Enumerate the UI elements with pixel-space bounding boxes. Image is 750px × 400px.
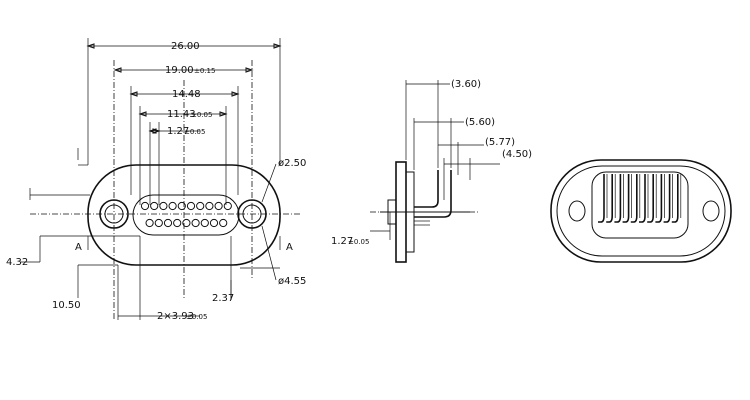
dim-hole-spacing: 19.00 ±0.15 (165, 65, 215, 76)
iso-pin (606, 174, 613, 223)
side-dim-3: (5.77) (485, 137, 515, 148)
svg-text:1.27: 1.27 (167, 126, 189, 137)
contact-pin (219, 218, 228, 228)
side-view (370, 80, 500, 263)
dim-edge-offset: 2.37 (212, 293, 234, 304)
iso-pins (598, 174, 682, 223)
iso-pin (655, 174, 663, 223)
svg-text:±0.05: ±0.05 (186, 313, 207, 321)
contact-pin (177, 201, 186, 211)
contact-pin (205, 201, 214, 211)
iso-pin (639, 174, 646, 223)
dim-pitch: 1.27 ±0.05 (167, 126, 205, 137)
insulator-body (132, 194, 240, 236)
side-dim-4: (4.50) (502, 149, 532, 160)
iso-pin (630, 174, 638, 223)
section-marker-left: A (75, 242, 82, 253)
contact-pins (140, 201, 232, 228)
svg-text:11.43: 11.43 (167, 109, 196, 120)
iso-pin (663, 174, 671, 223)
svg-text:±0.05: ±0.05 (191, 111, 212, 119)
dim-row-span: 11.43 ±0.05 (167, 109, 212, 120)
dim-hole-diameter: ø2.50 (278, 158, 306, 169)
dim-height-left: 4.32 (6, 257, 28, 268)
contact-pin (145, 218, 154, 228)
svg-text:±0.15: ±0.15 (194, 67, 215, 75)
iso-pin (598, 174, 605, 223)
iso-pin (614, 174, 622, 223)
svg-text:19.00: 19.00 (165, 65, 194, 76)
contact-pin (163, 218, 173, 228)
section-marker-right: A (286, 242, 293, 253)
dim-overall-width: 26.00 (171, 41, 200, 52)
dim-contact-span: 14.48 (172, 89, 201, 100)
dim-height-total: 10.50 (52, 300, 81, 311)
svg-text:±0.05: ±0.05 (184, 128, 205, 136)
svg-text:1.27: 1.27 (331, 236, 353, 247)
contact-pin (209, 218, 219, 228)
side-dim-1: (3.60) (451, 79, 481, 90)
iso-pin (647, 174, 654, 223)
iso-pin (671, 174, 679, 223)
contact-pin (140, 201, 150, 211)
iso-pin (622, 174, 630, 223)
contact-pin (168, 201, 177, 211)
contact-pin (150, 201, 159, 211)
iso-flange (550, 159, 732, 263)
side-dim-2: (5.60) (465, 117, 495, 128)
dim-outer-diameter: ø4.55 (278, 276, 306, 287)
iso-hole-right (702, 200, 720, 222)
contact-pin (182, 218, 191, 228)
contact-pin (200, 218, 209, 228)
svg-text:2×3.93: 2×3.93 (157, 311, 194, 322)
contact-pin (173, 218, 182, 228)
contact-pin (154, 218, 163, 228)
contact-pin (159, 201, 168, 211)
contact-pin (223, 201, 232, 211)
contact-pin (186, 201, 196, 211)
iso-insulator (591, 171, 689, 239)
iso-hole-left (568, 200, 586, 222)
side-dim-pitch: 1.27 ±0.05 (331, 236, 369, 247)
front-view (20, 38, 300, 320)
svg-text:±0.05: ±0.05 (348, 238, 369, 246)
dim-pin-offset: 2×3.93 ±0.05 (157, 311, 207, 322)
contact-pin (214, 201, 223, 211)
contact-pin (191, 218, 200, 228)
iso-view (550, 159, 732, 263)
contact-pin (196, 201, 205, 211)
